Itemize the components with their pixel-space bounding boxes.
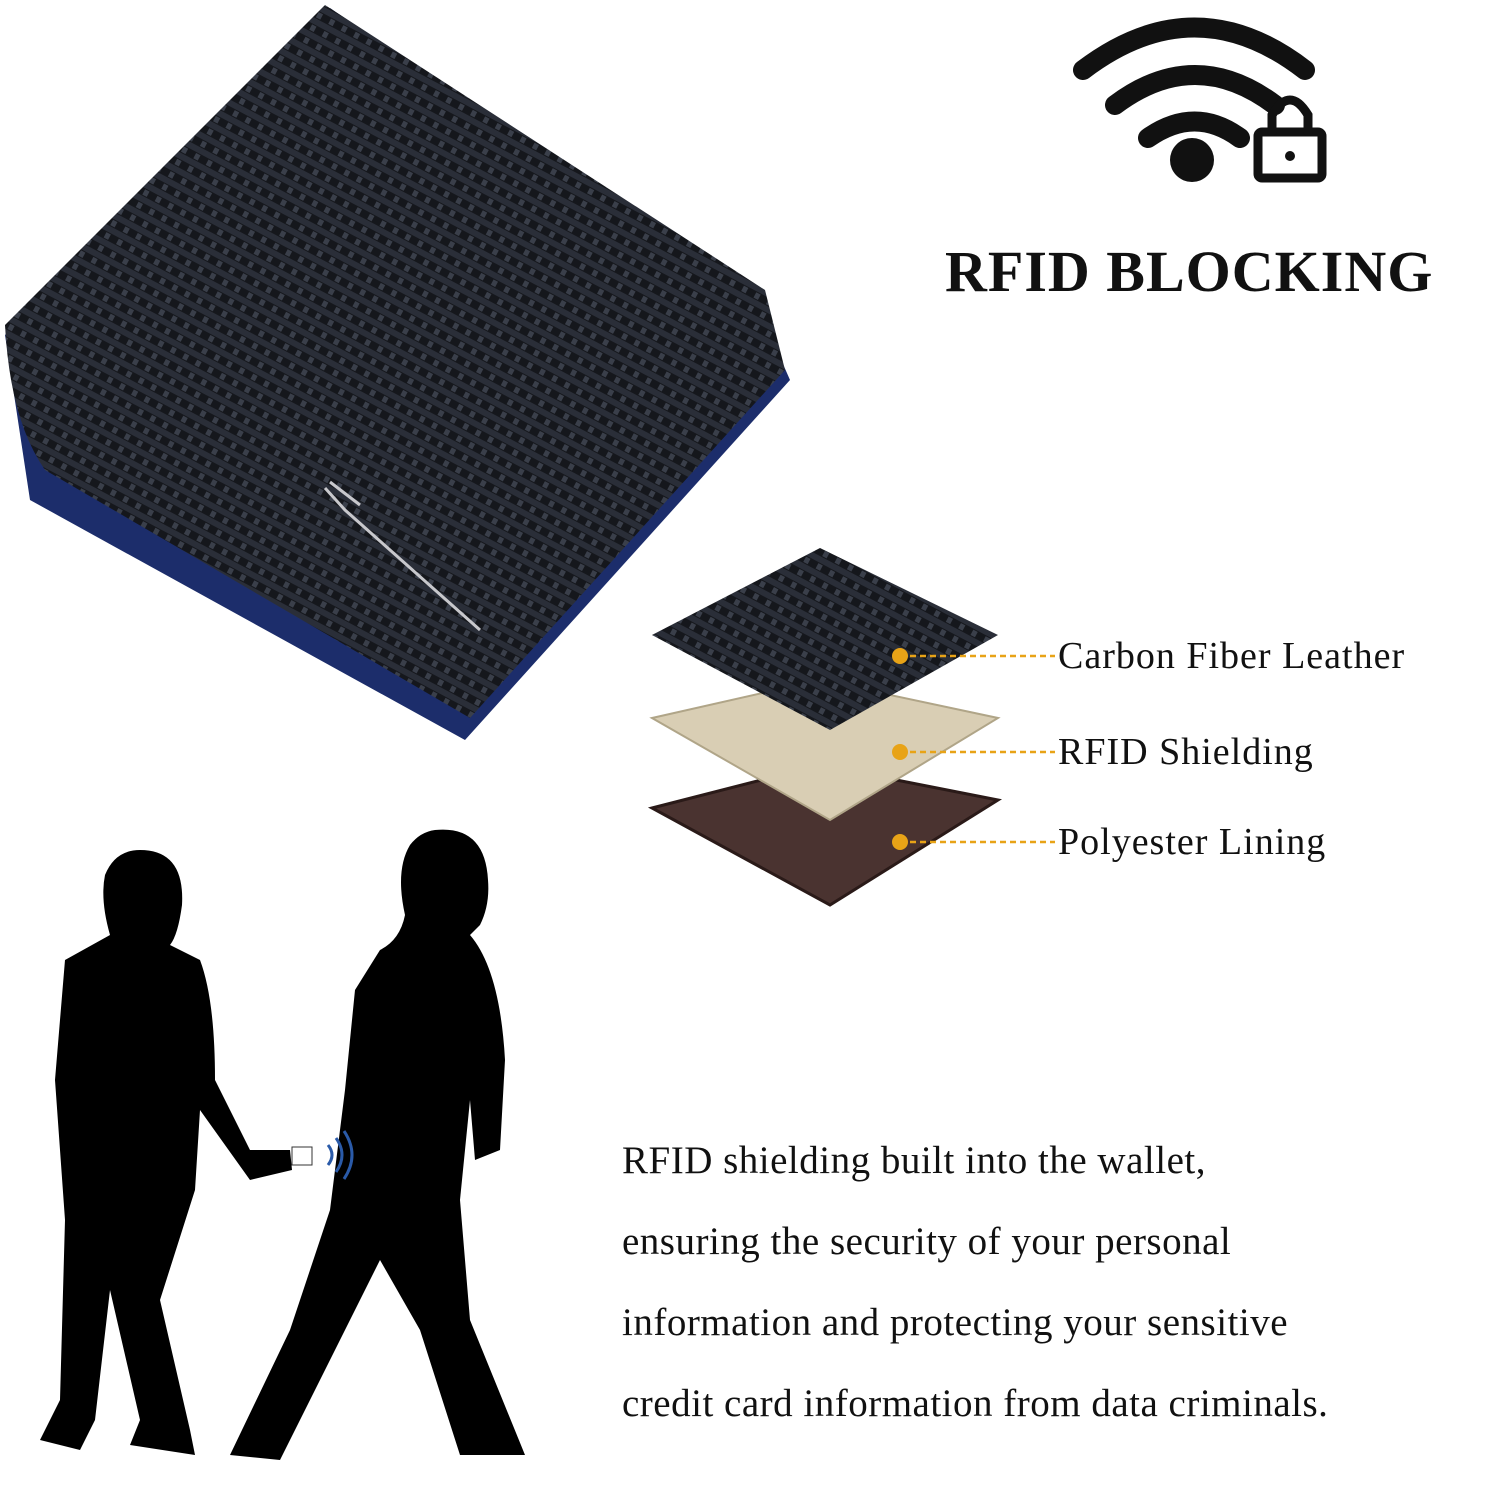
description-line: credit card information from data crimin… bbox=[622, 1382, 1329, 1425]
wifi-lock-icon bbox=[1073, 17, 1327, 183]
layer-label-polyester: Polyester Lining bbox=[1058, 821, 1327, 863]
description-line: information and protecting your sensitiv… bbox=[622, 1301, 1289, 1344]
layer-stack bbox=[647, 548, 1003, 907]
description-line: RFID shielding built into the wallet, bbox=[622, 1139, 1206, 1182]
credit-card-icon bbox=[291, 1146, 313, 1166]
connector-dot bbox=[892, 648, 908, 664]
connector-dot bbox=[892, 744, 908, 760]
brand-logo bbox=[323, 480, 481, 632]
page-title: RFID BLOCKING bbox=[945, 239, 1434, 304]
layer-label-carbon-fiber: Carbon Fiber Leather bbox=[1058, 635, 1406, 677]
wallet-image bbox=[5, 5, 790, 740]
victim-silhouette bbox=[230, 829, 525, 1460]
connector-dot bbox=[892, 834, 908, 850]
description: RFID shielding built into the wallet, en… bbox=[622, 1120, 1328, 1444]
layer-label-rfid-shielding: RFID Shielding bbox=[1058, 731, 1314, 773]
signal-waves-icon bbox=[326, 1130, 354, 1180]
layer-connectors bbox=[900, 654, 1055, 844]
thief-silhouette bbox=[40, 850, 292, 1455]
description-line: ensuring the security of your personal bbox=[622, 1220, 1232, 1263]
